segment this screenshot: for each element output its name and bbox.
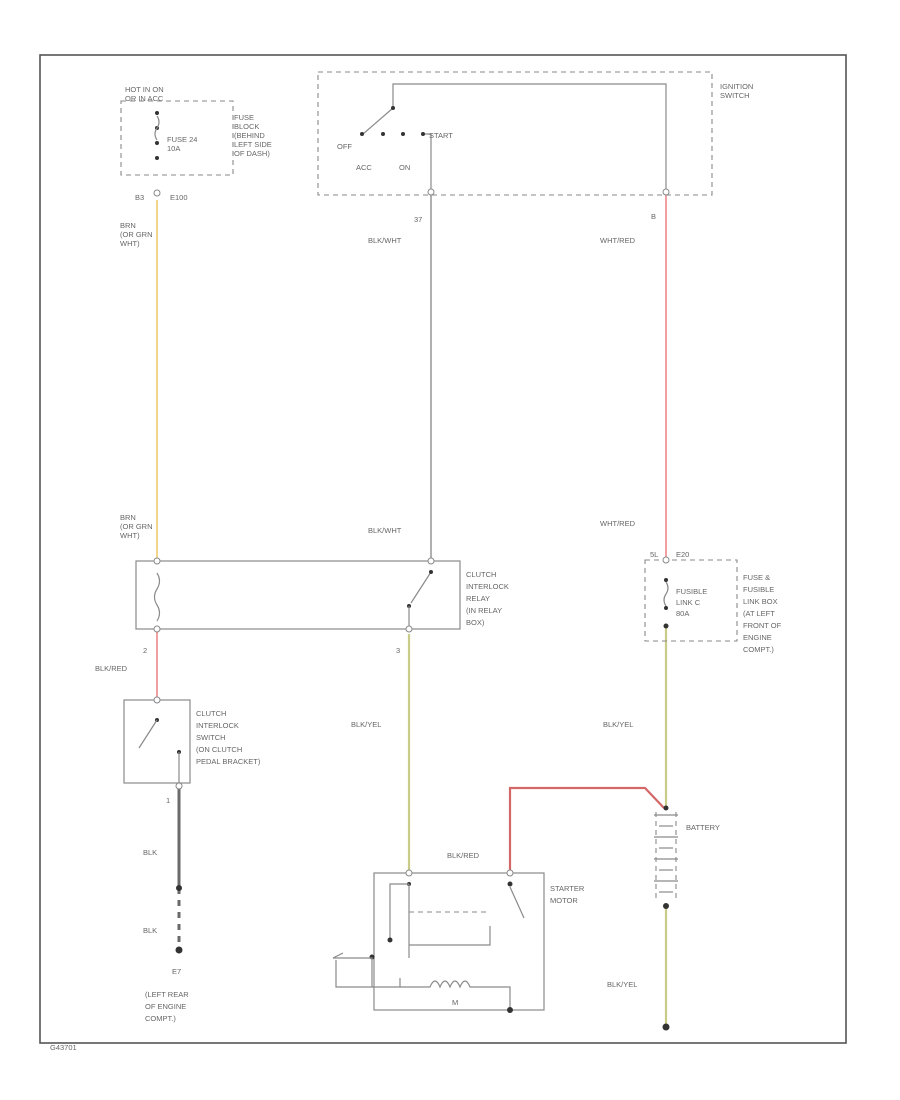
ground-icon xyxy=(175,946,183,954)
wire-brn-top-1: BRN xyxy=(120,221,136,230)
fuse-box-label-2: FUSIBLE xyxy=(743,585,774,594)
fuse-pin-label: B3 xyxy=(135,193,144,202)
wire-battery-to-starter xyxy=(508,786,665,872)
starter-label-2: MOTOR xyxy=(550,896,578,905)
clutch-switch-label-1: CLUTCH xyxy=(196,709,226,718)
starter-contact-icon xyxy=(509,886,525,919)
wire-brn-top-2: (OR GRN xyxy=(120,230,153,239)
fuse-24-icon xyxy=(154,115,160,141)
battery-wire-down: BLK/YEL xyxy=(607,980,637,989)
clutch-switch-label-4: (ON CLUTCH xyxy=(196,745,242,754)
relay-contact-icon xyxy=(410,571,432,604)
fuse-block-label-2: BLOCK xyxy=(234,122,259,131)
fuse-block-label-4: LEFT SIDE xyxy=(234,140,272,149)
ground-label-1: (LEFT REAR xyxy=(145,990,189,999)
wire-brn-top-3: WHT) xyxy=(120,239,140,248)
fuse-box-label-3: LINK BOX xyxy=(743,597,778,606)
fuse-box-label-1: FUSE & xyxy=(743,573,770,582)
relay-label-4: (IN RELAY xyxy=(466,606,502,615)
fuse-box-label-5: FRONT OF xyxy=(743,621,782,630)
fuse-block: HOT IN ON OR IN ACC FUSE 24 10A FUSE BLO… xyxy=(120,85,272,540)
diagram-code: G43701 xyxy=(50,1043,77,1052)
fuse-box-link: LINK C xyxy=(676,598,701,607)
ignition-switch-arm-icon xyxy=(362,107,394,135)
clutch-switch-wire1: BLK xyxy=(143,848,157,857)
starter-field-coil-icon xyxy=(400,980,485,989)
fuse-fusible-link-box: WHT/RED 5L E20 FUSIBLE LINK C 80A FUSE &… xyxy=(600,519,782,729)
relay-pin-right: 3 xyxy=(396,646,400,655)
clutch-interlock-relay: BLK/WHT CLUTCH INTERLOCK RELAY (IN RELAY… xyxy=(95,526,509,729)
fuse-box-label-6: ENGINE xyxy=(743,633,772,642)
fuse-box-label-7: COMPT.) xyxy=(743,645,774,654)
ignition-on-label: ON xyxy=(399,163,410,172)
fuse-box-label-4: (AT LEFT xyxy=(743,609,775,618)
fuse-block-label-1: FUSE xyxy=(234,113,254,122)
fuse-block-label-5: OF DASH) xyxy=(234,149,270,158)
battery-label: BATTERY xyxy=(686,823,720,832)
fusible-link-icon xyxy=(663,581,669,607)
starter-wire-in: BLK/RED xyxy=(447,851,480,860)
ignition-pin-right: B xyxy=(651,212,656,221)
ignition-switch-label-1: IGNITION xyxy=(720,82,753,91)
wire-brn-bottom-3: WHT) xyxy=(120,531,140,540)
fuse-block-label-3: (BEHIND xyxy=(234,131,265,140)
wire-brn-bottom-2: (OR GRN xyxy=(120,522,153,531)
battery-icon xyxy=(654,812,678,902)
clutch-switch-wire2: BLK xyxy=(143,926,157,935)
ground-label-2: OF ENGINE xyxy=(145,1002,186,1011)
relay-wire-in-label: BLK/WHT xyxy=(368,526,402,535)
ignition-pin-mid: 37 xyxy=(414,215,422,224)
ignition-start-label: START xyxy=(429,131,453,140)
starter-label-1: STARTER xyxy=(550,884,585,893)
starter-motor-symbol: M xyxy=(452,998,458,1007)
clutch-switch-label-3: SWITCH xyxy=(196,733,226,742)
ignition-wire-mid: BLK/WHT xyxy=(368,236,402,245)
starter-motor: M BLK/RED STARTER MOTOR xyxy=(332,851,585,1013)
relay-pin-left: 2 xyxy=(143,646,147,655)
fuse-box-pin: 5L xyxy=(650,550,658,559)
fuse-box-connector: E20 xyxy=(676,550,689,559)
clutch-interlock-switch: CLUTCH INTERLOCK SWITCH (ON CLUTCH PEDAL… xyxy=(123,696,261,1023)
ground-id-label: E7 xyxy=(172,967,181,976)
ignition-switch-label-2: SWITCH xyxy=(720,91,750,100)
wire-brn-bottom-1: BRN xyxy=(120,513,136,522)
diagram-border xyxy=(39,54,847,1044)
relay-coil-icon xyxy=(153,572,161,622)
relay-wire-out: BLK/YEL xyxy=(351,720,381,729)
clutch-switch-contact-icon xyxy=(138,719,158,749)
fuse-box-wire-in: WHT/RED xyxy=(600,519,636,528)
relay-label-3: RELAY xyxy=(466,594,490,603)
battery: BATTERY BLK/YEL xyxy=(607,805,720,1031)
relay-label-2: INTERLOCK xyxy=(466,582,509,591)
ignition-wire-right: WHT/RED xyxy=(600,236,636,245)
fuse-box-fusible: FUSIBLE xyxy=(676,587,707,596)
ground-label-3: COMPT.) xyxy=(145,1014,176,1023)
fuse-box-wire-out: BLK/YEL xyxy=(603,720,633,729)
fuse-24-amp-label: 10A xyxy=(167,144,180,153)
ignition-off-label: OFF xyxy=(337,142,352,151)
ignition-switch: OFF ACC ON START IGNITION SWITCH 37 BLK/… xyxy=(317,71,753,245)
hot-in-on-label: HOT IN ON xyxy=(125,85,164,94)
fuse-connector-label: E100 xyxy=(170,193,188,202)
clutch-switch-pin: 1 xyxy=(166,796,170,805)
clutch-switch-label-5: PEDAL BRACKET) xyxy=(196,757,261,766)
relay-label-5: BOX) xyxy=(466,618,485,627)
or-in-acc-label: OR IN ACC xyxy=(125,94,164,103)
relay-label-1: CLUTCH xyxy=(466,570,496,579)
fuse-24-label: FUSE 24 xyxy=(167,135,197,144)
ignition-acc-label: ACC xyxy=(356,163,372,172)
clutch-switch-label-2: INTERLOCK xyxy=(196,721,239,730)
fuse-box-amp: 80A xyxy=(676,609,689,618)
relay-wire-left: BLK/RED xyxy=(95,664,128,673)
